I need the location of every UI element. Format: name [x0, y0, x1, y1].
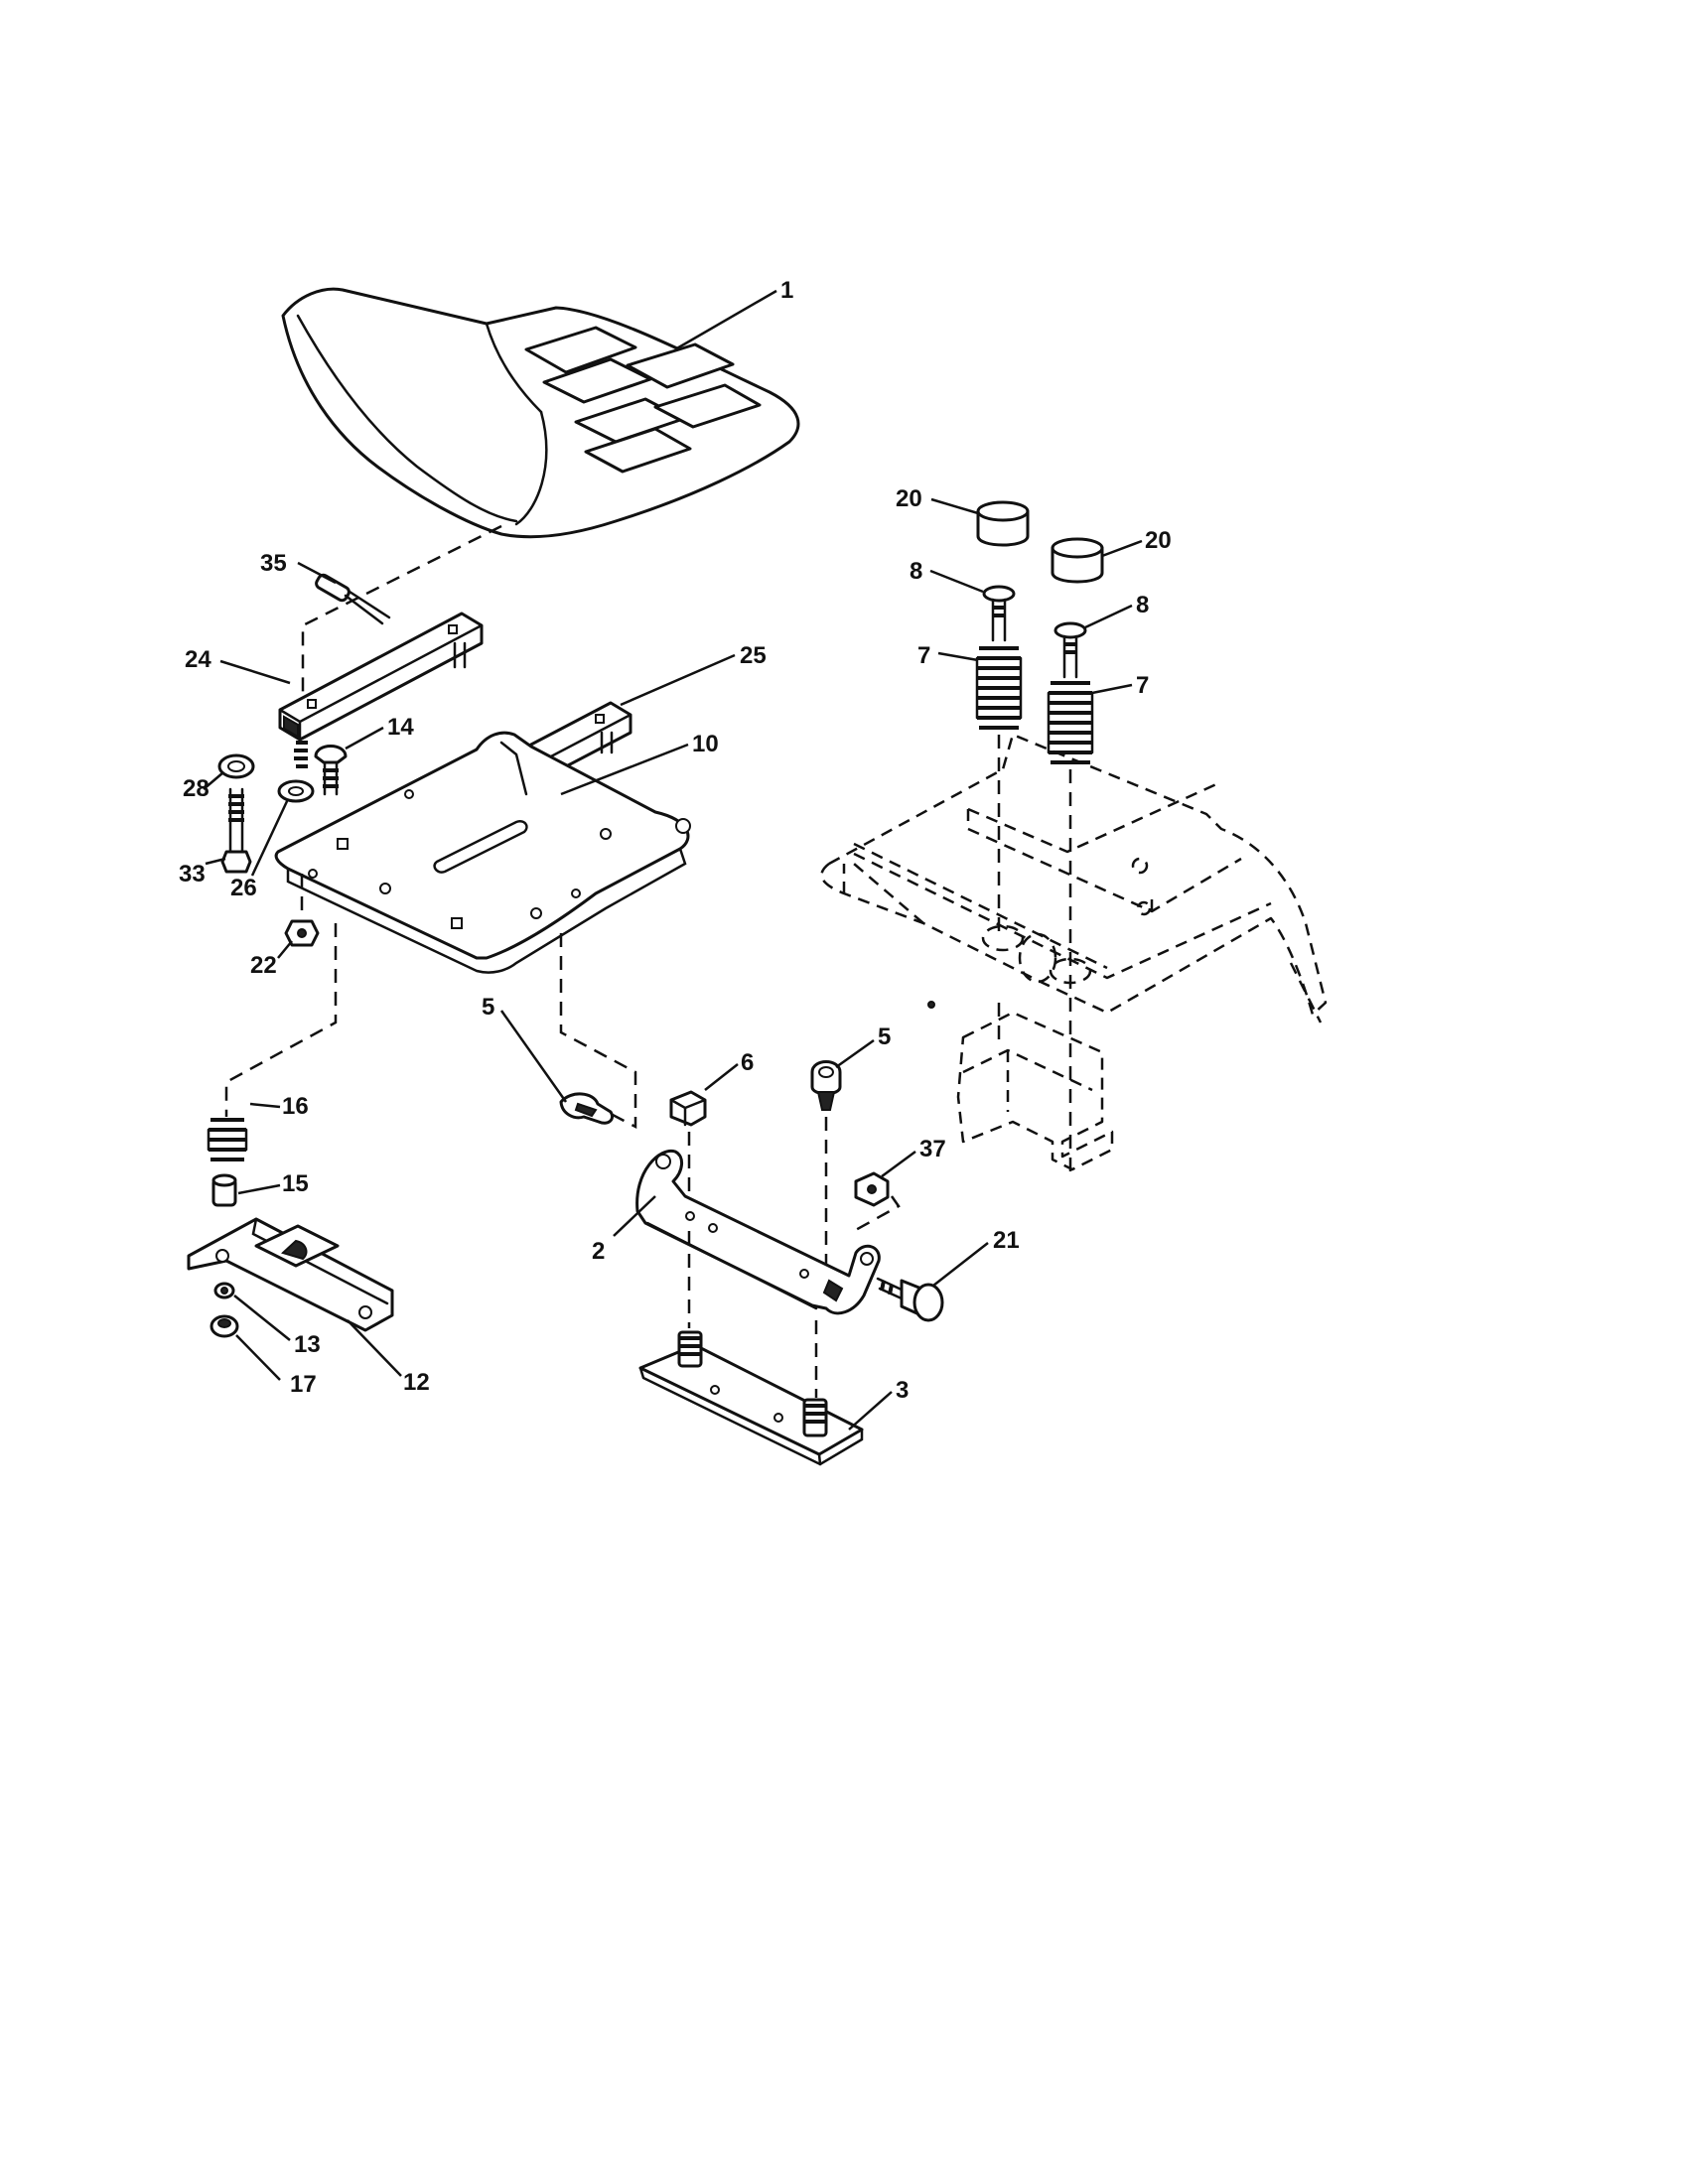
callout-8-left: 8 [910, 558, 922, 585]
stud-plate [638, 1330, 864, 1466]
seat-switch [315, 573, 391, 625]
detached-pin [927, 1001, 935, 1009]
assembly-line-seat [301, 524, 502, 705]
callout-3: 3 [896, 1377, 909, 1404]
callout-2: 2 [592, 1238, 605, 1265]
callout-14: 14 [387, 714, 414, 741]
callout-13: 13 [294, 1331, 321, 1358]
seat-rail-left [278, 612, 484, 768]
spring-clip-right [810, 1060, 842, 1111]
mounting-bracket [635, 1149, 881, 1315]
suspension-spring-left [975, 646, 1023, 730]
hex-nut-6 [669, 1090, 707, 1127]
callout-22: 22 [250, 952, 277, 979]
callout-16: 16 [282, 1093, 309, 1120]
fender-reference [820, 733, 1328, 1171]
spacer [211, 1173, 237, 1207]
callout-20-right: 20 [1145, 527, 1172, 554]
callout-12: 12 [403, 1369, 430, 1396]
spring-bolt-right [1053, 621, 1087, 679]
suspension-spring-right [1047, 681, 1094, 764]
callout-28: 28 [183, 775, 210, 802]
callout-7-left: 7 [917, 642, 930, 669]
callout-10: 10 [692, 731, 719, 757]
callout-26: 26 [230, 875, 257, 901]
assembly-line-pan-clip [559, 933, 637, 1130]
callout-7-right: 7 [1136, 672, 1149, 699]
callout-33: 33 [179, 861, 206, 887]
callout-5-right: 5 [878, 1024, 891, 1050]
lock-nut [854, 1171, 890, 1207]
callout-17: 17 [290, 1371, 317, 1398]
washer-17 [210, 1314, 239, 1338]
spring-bolt-left [982, 585, 1016, 642]
callout-24: 24 [185, 646, 211, 673]
compression-spring [207, 1118, 248, 1161]
callout-labels: 1 35 24 25 14 10 28 33 26 22 5 16 15 13 … [179, 277, 1172, 1404]
callout-21: 21 [993, 1227, 1020, 1254]
leader-lines [203, 289, 1143, 1431]
callout-25: 25 [740, 642, 767, 669]
flat-washer [277, 779, 315, 803]
carriage-bolt [314, 745, 348, 796]
bushing-right [1051, 537, 1104, 584]
hex-bolt [220, 787, 252, 874]
callout-35: 35 [260, 550, 287, 577]
assembly-line-pan-spring [224, 923, 338, 1117]
callout-8-right: 8 [1136, 592, 1149, 618]
callout-1: 1 [780, 277, 793, 304]
spring-clip-left [559, 1092, 614, 1125]
callout-6: 6 [741, 1049, 754, 1076]
callout-5-left: 5 [482, 994, 494, 1021]
lock-washer [217, 753, 255, 779]
seat-pan [274, 731, 691, 974]
callout-20-left: 20 [896, 485, 922, 512]
callout-37: 37 [919, 1136, 946, 1162]
shoulder-bolt [876, 1277, 944, 1322]
assembly-line-nut-37 [853, 1195, 901, 1233]
seat [281, 287, 800, 539]
bracket-plate [187, 1217, 394, 1332]
hex-nut-22 [284, 919, 320, 947]
callout-15: 15 [282, 1170, 309, 1197]
nut-13 [213, 1282, 235, 1299]
bushing-left [976, 500, 1030, 547]
